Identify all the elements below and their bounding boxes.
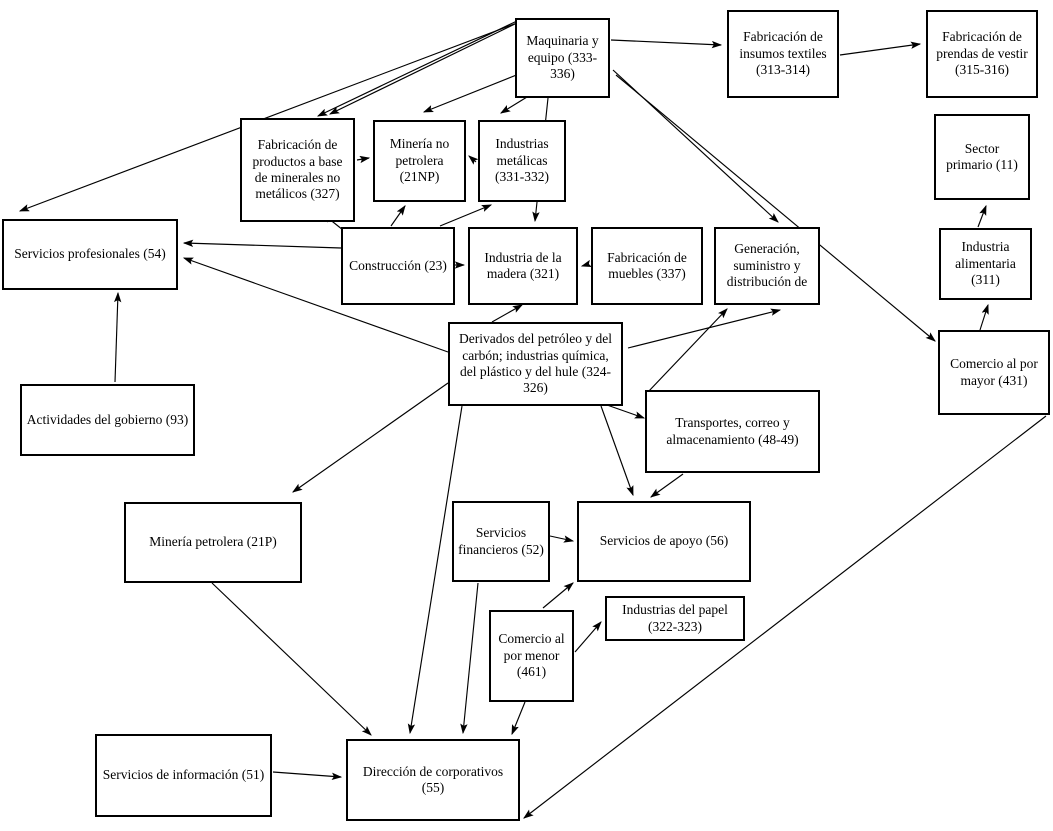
edge-maquinaria-to-metalicas: [500, 96, 528, 114]
node-transportes[interactable]: Transportes, correo y almacenamiento (48…: [645, 390, 820, 473]
edge-construccion-to-mineria_np: [390, 205, 406, 227]
edge-informacion-to-direccion: [272, 771, 343, 780]
edge-comercio_men-to-direccion: [511, 701, 526, 736]
node-label-apoyo: Servicios de apoyo (56): [599, 533, 729, 549]
node-papel[interactable]: Industrias del papel (322-323): [605, 596, 745, 641]
edge-mineria_p-to-direccion: [211, 582, 372, 736]
edge-derivados-to-transportes: [606, 404, 646, 419]
node-alimentaria[interactable]: Industria alimentaria (311): [939, 228, 1032, 300]
edge-transportes-to-generacion: [647, 308, 728, 393]
node-comercio_men[interactable]: Comercio al por menor (461): [489, 610, 574, 702]
node-label-madera: Industria de la madera (321): [484, 249, 562, 281]
node-label-mineria_p: Minería petrolera (21P): [149, 534, 277, 550]
node-label-papel: Industrias del papel (322-323): [622, 602, 728, 634]
edge-comercio_men-to-papel: [574, 621, 602, 653]
node-direccion[interactable]: Dirección de corporativos (55): [346, 739, 520, 821]
node-label-alimentaria: Industria alimentaria (311): [955, 239, 1016, 288]
node-prendas[interactable]: Fabricación de prendas de vestir (315-31…: [926, 10, 1038, 98]
edge-financieros-to-direccion: [460, 582, 479, 735]
edge-minerales-to-mineria_np: [356, 155, 371, 164]
node-label-maquinaria: Maquinaria y equipo (333-336): [526, 33, 599, 82]
node-mineria_np[interactable]: Minería no petrolera (21NP): [373, 120, 466, 202]
node-label-muebles: Fabricación de muebles (337): [607, 249, 687, 281]
node-gobierno[interactable]: Actividades del gobierno (93): [20, 384, 195, 456]
edge-comercio_men-to-apoyo: [542, 582, 574, 609]
node-label-metalicas: Industrias metálicas (331-332): [495, 136, 549, 185]
node-comercio_may[interactable]: Comercio al por mayor (431): [938, 330, 1050, 415]
edge-comercio_may-to-direccion: [523, 415, 1047, 819]
node-generacion[interactable]: Generación, suministro y distribución de: [714, 227, 820, 305]
edge-insumos-to-prendas: [839, 41, 922, 56]
node-mineria_p[interactable]: Minería petrolera (21P): [124, 502, 302, 583]
edge-derivados-to-mineria_p: [292, 382, 449, 493]
edge-muebles-to-madera: [580, 259, 592, 268]
edge-maquinaria-to-mineria_np: [422, 71, 525, 113]
edge-alimentaria-to-sector_prim: [977, 204, 987, 228]
node-label-mineria_np: Minería no petrolera (21NP): [389, 136, 450, 185]
node-label-comercio_men: Comercio al por menor (461): [498, 631, 565, 680]
node-muebles[interactable]: Fabricación de muebles (337): [591, 227, 703, 305]
edge-derivados-to-serv_prof: [182, 257, 449, 353]
edge-metalicas-to-mineria_np: [468, 155, 479, 165]
node-minerales[interactable]: Fabricación de productos a base de miner…: [240, 118, 355, 222]
node-label-minerales: Fabricación de productos a base de miner…: [252, 137, 343, 202]
node-label-derivados: Derivados del petróleo y del carbón; ind…: [459, 331, 612, 396]
node-madera[interactable]: Industria de la madera (321): [468, 227, 578, 305]
node-label-informacion: Servicios de información (51): [102, 767, 265, 783]
node-serv_prof[interactable]: Servicios profesionales (54): [2, 219, 178, 290]
node-construccion[interactable]: Construcción (23): [341, 227, 455, 305]
edge-comercio_may-to-alimentaria: [979, 303, 989, 331]
node-derivados[interactable]: Derivados del petróleo y del carbón; ind…: [448, 322, 623, 406]
node-label-sector_prim: Sector primario (11): [946, 140, 1018, 172]
node-label-generacion: Generación, suministro y distribución de: [726, 241, 808, 290]
edge-construccion-to-metalicas: [439, 204, 493, 227]
node-financieros[interactable]: Servicios financieros (52): [452, 501, 550, 582]
node-label-transportes: Transportes, correo y almacenamiento (48…: [666, 415, 799, 447]
node-label-direccion: Dirección de corporativos (55): [362, 763, 504, 795]
edge-maquinaria-to-insumos: [610, 39, 723, 49]
edge-derivados-to-apoyo: [600, 405, 634, 497]
node-label-construccion: Construcción (23): [349, 257, 447, 273]
edge-maquinaria-to-serv_prof: [18, 22, 518, 212]
edge-gobierno-to-serv_prof: [114, 291, 122, 383]
edge-maquinaria-to-serv_prof: [316, 20, 518, 117]
edges: [18, 20, 1047, 819]
edge-financieros-to-apoyo: [549, 535, 575, 543]
node-sector_prim[interactable]: Sector primario (11): [934, 114, 1030, 200]
node-label-prendas: Fabricación de prendas de vestir (315-31…: [936, 29, 1028, 78]
edge-maquinaria-to-comercio_may: [615, 74, 936, 342]
node-label-insumos: Fabricación de insumos textiles (313-314…: [739, 29, 827, 78]
node-label-serv_prof: Servicios profesionales (54): [14, 246, 166, 262]
edge-derivados-to-direccion: [407, 405, 463, 735]
node-label-comercio_may: Comercio al por mayor (431): [950, 356, 1038, 388]
node-insumos[interactable]: Fabricación de insumos textiles (313-314…: [727, 10, 839, 98]
edge-transportes-to-apoyo: [650, 473, 684, 498]
node-apoyo[interactable]: Servicios de apoyo (56): [577, 501, 751, 582]
edge-derivados-to-generacion: [627, 308, 782, 349]
edge-derivados-to-madera: [491, 304, 524, 323]
edge-maquinaria-to-minerales: [328, 21, 520, 115]
edge-construccion-to-serv_prof: [182, 239, 342, 249]
node-maquinaria[interactable]: Maquinaria y equipo (333-336): [515, 18, 610, 98]
node-informacion[interactable]: Servicios de información (51): [95, 734, 272, 817]
node-label-financieros: Servicios financieros (52): [458, 525, 544, 557]
node-metalicas[interactable]: Industrias metálicas (331-332): [478, 120, 566, 202]
node-label-gobierno: Actividades del gobierno (93): [26, 411, 189, 427]
